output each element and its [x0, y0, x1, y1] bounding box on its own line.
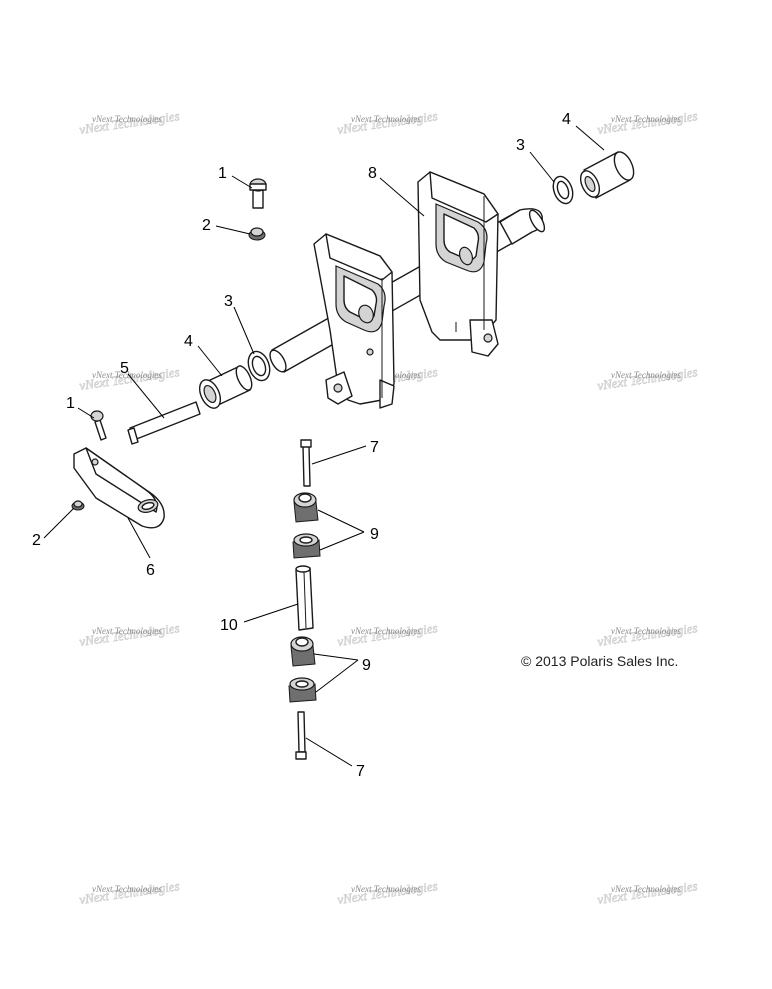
callout-9-bottom: 9 — [362, 657, 371, 674]
bolt-part-7-top — [300, 439, 312, 487]
bushing-part-9-top-2 — [292, 533, 321, 559]
watermark-8: vNext Technologies vNext Technologies — [336, 620, 439, 650]
callout-2-top: 2 — [202, 217, 211, 234]
watermark-1: vNext Technologies vNext Technologies — [78, 108, 181, 138]
svg-text:vNext Technologies: vNext Technologies — [92, 626, 162, 636]
svg-text:vNext Technologies: vNext Technologies — [611, 370, 681, 380]
watermark-11: vNext Technologies vNext Technologies — [336, 878, 439, 908]
copyright-notice: © 2013 Polaris Sales Inc. — [521, 653, 679, 669]
svg-text:vNext Technologies: vNext Technologies — [92, 370, 162, 380]
watermark-9: vNext Technologies vNext Technologies — [596, 620, 699, 650]
svg-text:vNext Technologies: vNext Technologies — [92, 884, 162, 894]
svg-text:vNext Technologies: vNext Technologies — [611, 114, 681, 124]
watermark-4: vNext Technologies vNext Technologies — [78, 364, 181, 394]
callout-7-top: 7 — [370, 439, 379, 456]
callout-2-left: 2 — [32, 532, 41, 549]
bushing-part-9-top-1 — [293, 492, 319, 523]
leader-lines — [43, 125, 605, 767]
callout-6: 6 — [146, 562, 155, 579]
svg-text:vNext Technologies: vNext Technologies — [351, 884, 421, 894]
bolt-part-7-bottom — [295, 711, 307, 760]
svg-text:vNext Technologies: vNext Technologies — [92, 114, 162, 124]
callouts: 1 2 3 4 5 1 2 6 3 4 8 7 9 10 9 7 — [32, 111, 571, 780]
callout-3-right: 3 — [516, 137, 525, 154]
callout-10: 10 — [220, 617, 238, 634]
shaft-part-5 — [127, 401, 201, 445]
watermark-12: vNext Technologies vNext Technologies — [596, 878, 699, 908]
svg-text:vNext Technologies: vNext Technologies — [611, 884, 681, 894]
watermark-2: vNext Technologies vNext Technologies — [336, 108, 439, 138]
watermark-3: vNext Technologies vNext Technologies — [596, 108, 699, 138]
arm-part-6 — [73, 447, 165, 529]
callout-9-top: 9 — [370, 526, 379, 543]
bushing-part-9-bottom-2 — [288, 677, 317, 703]
bushing-part-9-bottom-1 — [290, 636, 316, 667]
svg-text:vNext Technologies: vNext Technologies — [351, 626, 421, 636]
right-bracket-part-8 — [417, 171, 499, 357]
nut-part-2-top — [248, 227, 266, 241]
svg-text:vNext Technologies: vNext Technologies — [351, 114, 421, 124]
callout-1-top: 1 — [218, 165, 227, 182]
callout-7-bottom: 7 — [356, 763, 365, 780]
washer-part-3-mid — [247, 350, 271, 382]
svg-text:vNext Technologies: vNext Technologies — [611, 626, 681, 636]
bushing-part-4-right — [579, 151, 635, 199]
callout-3-mid: 3 — [224, 293, 233, 310]
watermark-7: vNext Technologies vNext Technologies — [78, 620, 181, 650]
washer-part-3-right — [552, 175, 574, 205]
callout-1-left: 1 — [66, 395, 75, 412]
callout-5: 5 — [120, 360, 129, 377]
bolt-part-1-left — [90, 410, 107, 441]
sleeve-part-10 — [295, 565, 314, 631]
bushing-part-4-mid — [198, 365, 253, 409]
callout-8: 8 — [368, 165, 377, 182]
left-bracket — [313, 233, 395, 409]
nut-part-2-left — [71, 500, 85, 511]
watermark-10: vNext Technologies vNext Technologies — [78, 878, 181, 908]
main-shaft — [269, 208, 546, 373]
callout-4-right: 4 — [562, 111, 571, 128]
callout-4-mid: 4 — [184, 333, 193, 350]
watermark-6: vNext Technologies vNext Technologies — [596, 364, 699, 394]
bolt-part-1-top — [249, 178, 267, 209]
